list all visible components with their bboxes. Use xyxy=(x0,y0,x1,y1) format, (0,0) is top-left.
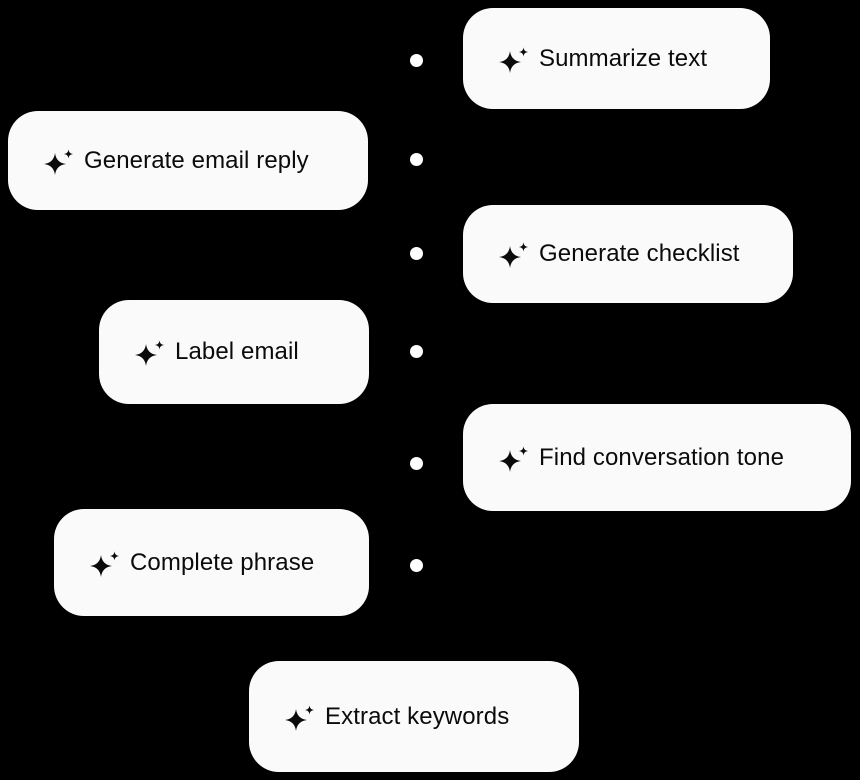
bullet-dot xyxy=(409,53,423,67)
chip-label: Find conversation tone xyxy=(539,443,785,471)
sparkle-large-star xyxy=(90,554,112,577)
sparkle-small-star xyxy=(154,340,165,350)
chip-label: Generate checklist xyxy=(539,240,740,267)
chip-find-conversation-tone[interactable]: Find conversation tone xyxy=(463,404,851,511)
chip-generate-checklist[interactable]: Generate checklist xyxy=(463,205,793,303)
sparkle-small-star xyxy=(109,550,120,561)
sparkle-small-star xyxy=(518,46,529,57)
sparkle-large-star xyxy=(44,152,66,175)
sparkle-icon xyxy=(499,46,529,73)
chip-label: Generate email reply xyxy=(84,146,309,174)
sparkle-icon xyxy=(499,242,529,268)
sparkle-icon xyxy=(90,550,120,577)
bullet-dot xyxy=(409,152,423,166)
bullet-dot xyxy=(409,246,423,260)
sparkle-icon xyxy=(44,148,74,175)
sparkle-large-star xyxy=(499,50,521,73)
sparkle-large-star xyxy=(499,246,521,268)
chip-generate-email-reply[interactable]: Generate email reply xyxy=(8,111,368,210)
chip-label: Summarize text xyxy=(539,44,708,72)
chip-summarize-text[interactable]: Summarize text xyxy=(463,8,770,109)
chip-complete-phrase[interactable]: Complete phrase xyxy=(54,509,369,616)
bullet-dot xyxy=(409,456,423,470)
chip-label: Extract keywords xyxy=(325,702,510,730)
sparkle-small-star xyxy=(304,704,315,715)
sparkle-icon xyxy=(285,704,315,731)
sparkle-icon xyxy=(499,445,529,472)
chip-extract-keywords[interactable]: Extract keywords xyxy=(249,661,579,772)
sparkle-small-star xyxy=(63,148,74,159)
bullet-dot xyxy=(409,344,423,358)
sparkle-large-star xyxy=(135,344,157,366)
chip-label: Complete phrase xyxy=(130,548,315,576)
sparkle-large-star xyxy=(285,708,307,731)
chip-label-email[interactable]: Label email xyxy=(99,300,369,404)
chip-label: Label email xyxy=(175,338,299,365)
sparkle-large-star xyxy=(499,449,521,472)
sparkle-small-star xyxy=(518,445,529,456)
sparkle-icon xyxy=(135,340,165,366)
bullet-dot xyxy=(409,558,423,572)
sparkle-small-star xyxy=(518,242,529,252)
